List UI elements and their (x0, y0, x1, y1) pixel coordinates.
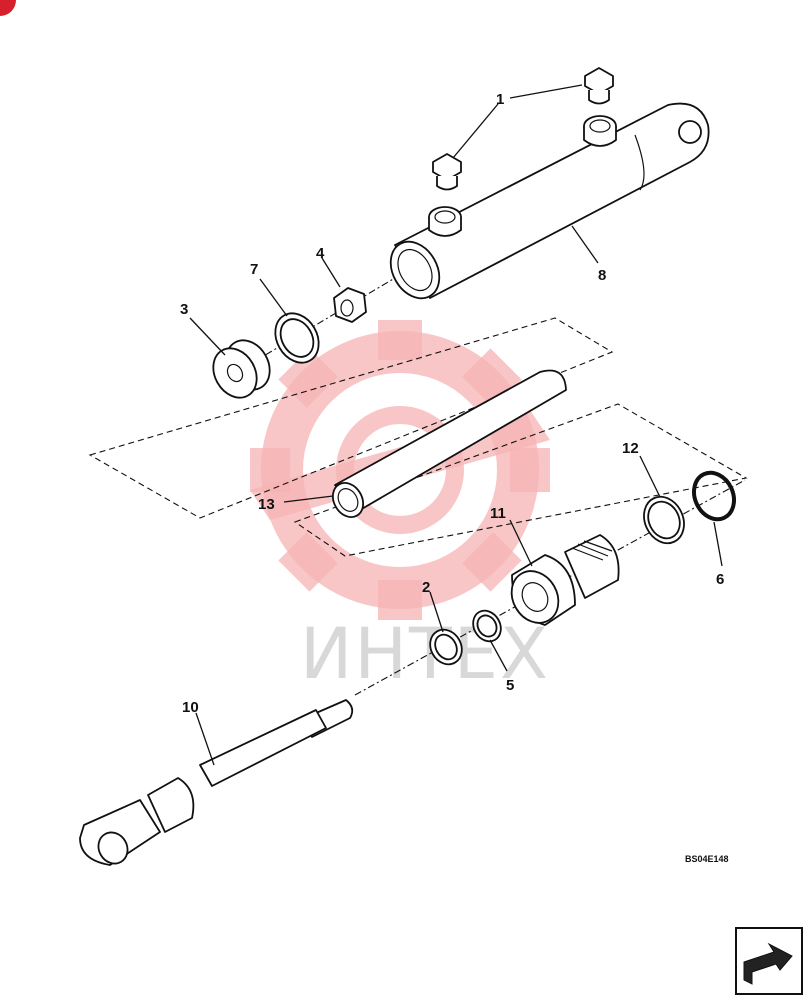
callout-8: 8 (598, 267, 606, 284)
part-4-nut (333, 287, 367, 323)
leader-lines (189, 84, 723, 766)
assembly-box-lower (293, 403, 748, 557)
next-page-arrow-icon[interactable] (735, 927, 803, 995)
callout-11: 11 (490, 505, 506, 522)
part-10-piston-rod (79, 699, 354, 866)
callout-3: 3 (180, 301, 188, 318)
part-1-plug-a (432, 153, 462, 191)
callout-4: 4 (316, 245, 325, 262)
watermark-text: ИНТЕХ (300, 613, 550, 695)
part-7-ring (274, 312, 320, 364)
callout-2: 2 (422, 579, 430, 596)
diagram-reference-code: BS04E148 (685, 854, 729, 864)
part-8-cylinder-tube (389, 102, 710, 300)
callout-5: 5 (506, 677, 514, 694)
callout-10: 10 (182, 699, 199, 716)
callout-13: 13 (258, 496, 275, 513)
corner-badge-icon (0, 0, 16, 16)
part-13-spacer-tube (332, 369, 567, 518)
part-3-piston (212, 339, 271, 399)
part-5-wiper-ring (472, 609, 502, 643)
part-2-seal-ring (429, 628, 463, 666)
callout-12: 12 (622, 440, 639, 457)
callout-1: 1 (496, 91, 504, 108)
part-6-o-ring (692, 470, 736, 522)
callout-6: 6 (716, 571, 724, 588)
part-12-backup-ring (643, 495, 685, 545)
axis-line-upper (239, 271, 406, 371)
assembly-box-upper (88, 317, 614, 519)
callout-7: 7 (250, 261, 258, 278)
part-11-rod-head (510, 534, 620, 626)
part-1-plug-b (584, 67, 614, 105)
